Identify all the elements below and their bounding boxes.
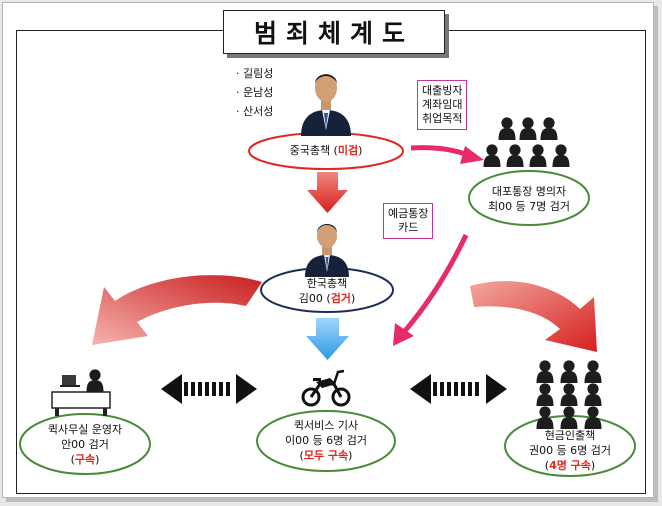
ellipse-account-holders: [468, 170, 590, 226]
double-arrow-office-couriers: [161, 374, 257, 404]
status-text: 4명 구속: [549, 459, 591, 472]
withdrawers-label: 현금인출책 권00 등 6명 검거 (4명 구속): [515, 428, 625, 473]
status-text: 구속: [74, 453, 96, 466]
arrow-korea-to-couriers: [306, 318, 349, 360]
note-loan: 대출빙자 계좌임대 취업목적: [417, 80, 468, 130]
role-text: 퀵서비스 기사: [293, 419, 359, 432]
detail-text: 권00 등 6명 검거: [528, 444, 612, 457]
role-text: 현금인출책: [544, 429, 596, 442]
office-label: 퀵사무실 운영자 안00 검거 (구속): [30, 422, 140, 467]
role-text: 대포통장 명의자: [491, 185, 567, 198]
detail-text: 최00 등 7명 검거: [487, 200, 571, 213]
motorcycle-icon: [301, 369, 351, 407]
note-line: 취업목적: [422, 112, 463, 125]
korea-boss-figure: [305, 224, 349, 277]
name-text: 김00: [298, 292, 323, 305]
account-holders-label: 대포통장 명의자 최00 등 7명 검거: [474, 184, 584, 214]
china-boss-label: 중국총책 (미검): [289, 144, 363, 157]
status-text: 검거: [330, 292, 351, 305]
arrow-korea-to-office: [92, 275, 262, 345]
ellipse-office: [19, 413, 151, 475]
detail-text: 이00 등 6명 검거: [284, 434, 368, 447]
alias-item: · 산서성: [236, 105, 274, 118]
arrow-china-to-holders: [410, 145, 469, 158]
detail-text: 안00 검거: [61, 438, 109, 451]
note-line: 대출빙자: [422, 84, 463, 97]
note-line: 계좌임대: [422, 98, 463, 111]
arrow-china-to-korea: [307, 172, 348, 213]
arrow-holders-to-couriers: [402, 233, 469, 334]
china-boss-figure: [301, 74, 351, 136]
status-text: 모두 구속: [303, 449, 349, 462]
note-line: 예금통장: [388, 207, 429, 220]
note-line: 카드: [398, 221, 419, 234]
status-text: 미검: [337, 144, 359, 157]
couriers-label: 퀵서비스 기사 이00 등 6명 검거 (모두 구속): [266, 418, 386, 463]
office-icon: [51, 369, 111, 416]
double-arrow-couriers-withdrawers: [410, 374, 507, 404]
arrow-to-withdrawers: [470, 281, 597, 352]
note-deposit: 예금통장 카드: [383, 203, 434, 239]
role-text: 중국총책: [289, 144, 331, 157]
page-title: 범죄체계도: [223, 10, 445, 54]
alias-item: · 길림성: [236, 67, 274, 80]
role-text: 퀵사무실 운영자: [47, 423, 123, 436]
korea-boss-label: 한국총책 김00 (검거): [272, 276, 382, 306]
account-holders-group-icon: [483, 117, 570, 167]
withdrawers-group-icon: [536, 360, 602, 429]
ellipse-couriers: [256, 410, 396, 472]
role-text: 한국총책: [306, 277, 348, 290]
alias-item: · 운남성: [236, 86, 274, 99]
